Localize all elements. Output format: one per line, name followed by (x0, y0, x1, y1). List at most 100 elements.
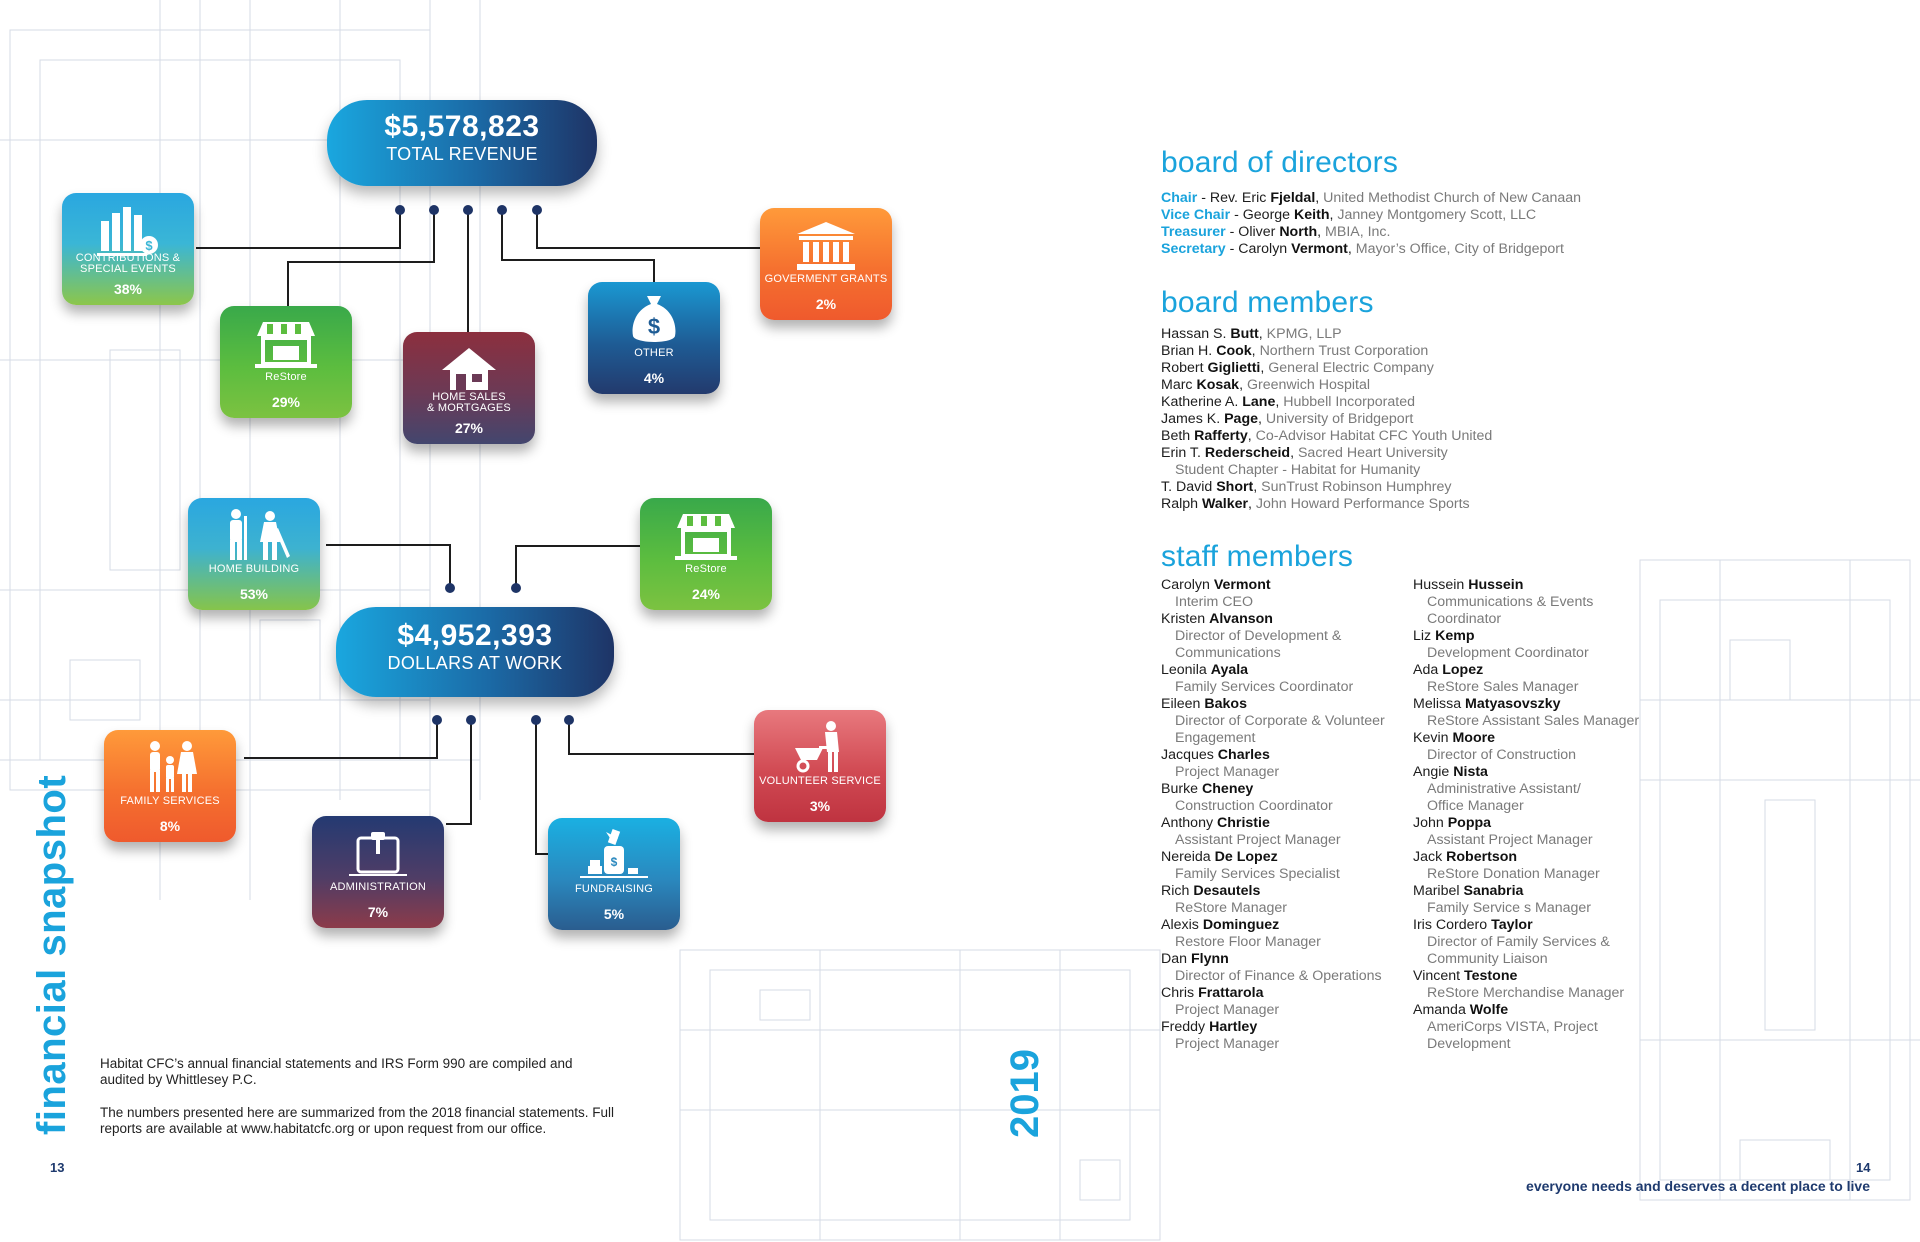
staff-title: Director of Finance & Operations (1175, 968, 1382, 984)
director-row: Chair - Rev. Eric Fjeldal, United Method… (1161, 190, 1582, 206)
last-name: Kosak (1196, 377, 1240, 393)
tile-pct: 2% (815, 296, 837, 312)
staff-title: Project Manager (1175, 1002, 1280, 1018)
connector-dot (463, 205, 473, 215)
tile-volunteer-service: VOLUNTEER SERVICE 3% (754, 710, 886, 822)
staff-title: Communications (1175, 645, 1281, 661)
staff-row: Kevin Moore (1413, 730, 1639, 747)
first-name: James K. (1161, 411, 1221, 427)
staff-row: Melissa Matyasovszky (1413, 696, 1639, 713)
role: Secretary (1161, 241, 1226, 257)
first-name: Burke (1161, 781, 1199, 797)
board-of-directors-list: Chair - Rev. Eric Fjeldal, United Method… (1161, 190, 1581, 258)
tile-name: FUNDRAISING (575, 883, 653, 895)
fundraising-jar-icon: $ (580, 829, 648, 878)
staff-row: Angie Nista (1413, 764, 1639, 781)
connector-dot (432, 715, 442, 725)
last-name: Lane (1242, 394, 1276, 410)
member-row: James K. Page, University of Bridgeport (1161, 411, 1414, 427)
connector-administration (446, 720, 472, 825)
organization: Greenwich Hospital (1246, 377, 1370, 393)
last-name: Giglietti (1207, 360, 1261, 376)
staff-title: Engagement (1175, 730, 1256, 746)
last-name: Testone (1464, 968, 1518, 984)
last-name: Frattarola (1198, 985, 1264, 1001)
last-name: Rederscheid (1204, 445, 1291, 461)
staff-title: Director of Construction (1427, 747, 1577, 763)
government-building-icon (797, 222, 855, 270)
staff-title: Coordinator (1427, 611, 1502, 627)
first-name: Ada (1413, 662, 1439, 678)
member-row: Robert Giglietti, General Electric Compa… (1161, 360, 1434, 376)
staff-title: Director of Family Services & (1427, 934, 1610, 950)
first-name: Rich (1161, 883, 1190, 899)
staff-title: Interim CEO (1175, 594, 1254, 610)
first-name: Erin T. (1161, 445, 1201, 461)
first-name: Amanda (1413, 1002, 1466, 1018)
first-name: Vincent (1413, 968, 1461, 984)
connector-dot (429, 205, 439, 215)
staff-title: Director of Development & (1175, 628, 1342, 644)
tile-name-line: & MORTGAGES (427, 402, 511, 414)
staff-title: Development (1427, 1036, 1511, 1052)
member-row: Brian H. Cook, Northern Trust Corporatio… (1161, 343, 1429, 359)
first-name: Angie (1413, 764, 1450, 780)
last-name: Hussein (1468, 577, 1524, 593)
first-name: Maribel (1413, 883, 1460, 899)
tile-name: VOLUNTEER SERVICE (759, 775, 881, 787)
role: Chair (1161, 190, 1198, 206)
first-name: Katherine A. (1161, 394, 1239, 410)
tile-pct: 4% (643, 370, 665, 386)
first-name: Carolyn (1161, 577, 1210, 593)
staff-row: Jacques Charles (1161, 747, 1385, 764)
director-row: Secretary - Carolyn Vermont, Mayor’s Off… (1161, 241, 1564, 257)
staff-row: Maribel Sanabria (1413, 883, 1639, 900)
organization: Hubbell Incorporated (1283, 394, 1415, 410)
first-name: Eileen (1161, 696, 1201, 712)
last-name: North (1279, 224, 1318, 240)
staff-row: Nereida De Lopez (1161, 849, 1385, 866)
tile-name-line: HOME SALES (432, 391, 506, 403)
connector-dot (445, 583, 455, 593)
staff-title: Assistant Project Manager (1175, 832, 1341, 848)
first-name: Marc (1161, 377, 1193, 393)
organization: John Howard Performance Sports (1255, 496, 1470, 512)
staff-row: Rich Desautels (1161, 883, 1385, 900)
staff-title: Director of Corporate & Volunteer (1175, 713, 1385, 729)
page-number-right: 14 (1856, 1160, 1871, 1175)
tile-administration: ADMINISTRATION 7% (312, 816, 444, 928)
first-name: Robert (1161, 360, 1204, 376)
last-name: Fjeldal (1270, 190, 1316, 206)
member-row: Hassan S. Butt, KPMG, LLP (1161, 326, 1342, 342)
storefront-icon (675, 514, 737, 560)
staff-row: Anthony Christie (1161, 815, 1385, 832)
member-row: Beth Rafferty, Co-Advisor Habitat CFC Yo… (1161, 428, 1493, 444)
staff-title: Project Manager (1175, 1036, 1280, 1052)
member-row: Katherine A. Lane, Hubbell Incorporated (1161, 394, 1415, 410)
first-name: Jacques (1161, 747, 1214, 763)
connector-other (501, 210, 655, 282)
director-row: Treasurer - Oliver North, MBIA, Inc. (1161, 224, 1391, 240)
role: Treasurer (1161, 224, 1226, 240)
organization: Northern Trust Corporation (1259, 343, 1429, 359)
first-name: Brian H. (1161, 343, 1213, 359)
staff-row: Eileen Bakos (1161, 696, 1385, 713)
connector-restore-expense (515, 545, 640, 588)
first-name: Beth (1161, 428, 1191, 444)
first-name: T. David (1161, 479, 1213, 495)
first-name: Anthony (1161, 815, 1214, 831)
staff-title: ReStore Manager (1175, 900, 1287, 916)
last-name: Taylor (1491, 917, 1533, 933)
last-name: Charles (1217, 747, 1270, 763)
tile-pct: 7% (367, 904, 389, 920)
last-name: Short (1216, 479, 1254, 495)
first-name: John (1413, 815, 1444, 831)
board-members-heading: board members (1161, 286, 1374, 319)
house-icon (442, 348, 496, 390)
member-row: Marc Kosak, Greenwich Hospital (1161, 377, 1370, 393)
member-row: Ralph Walker, John Howard Performance Sp… (1161, 496, 1470, 512)
first-name: Kevin (1413, 730, 1449, 746)
staff-title: Administrative Assistant/ (1427, 781, 1581, 797)
staff-title: Construction Coordinator (1175, 798, 1333, 814)
